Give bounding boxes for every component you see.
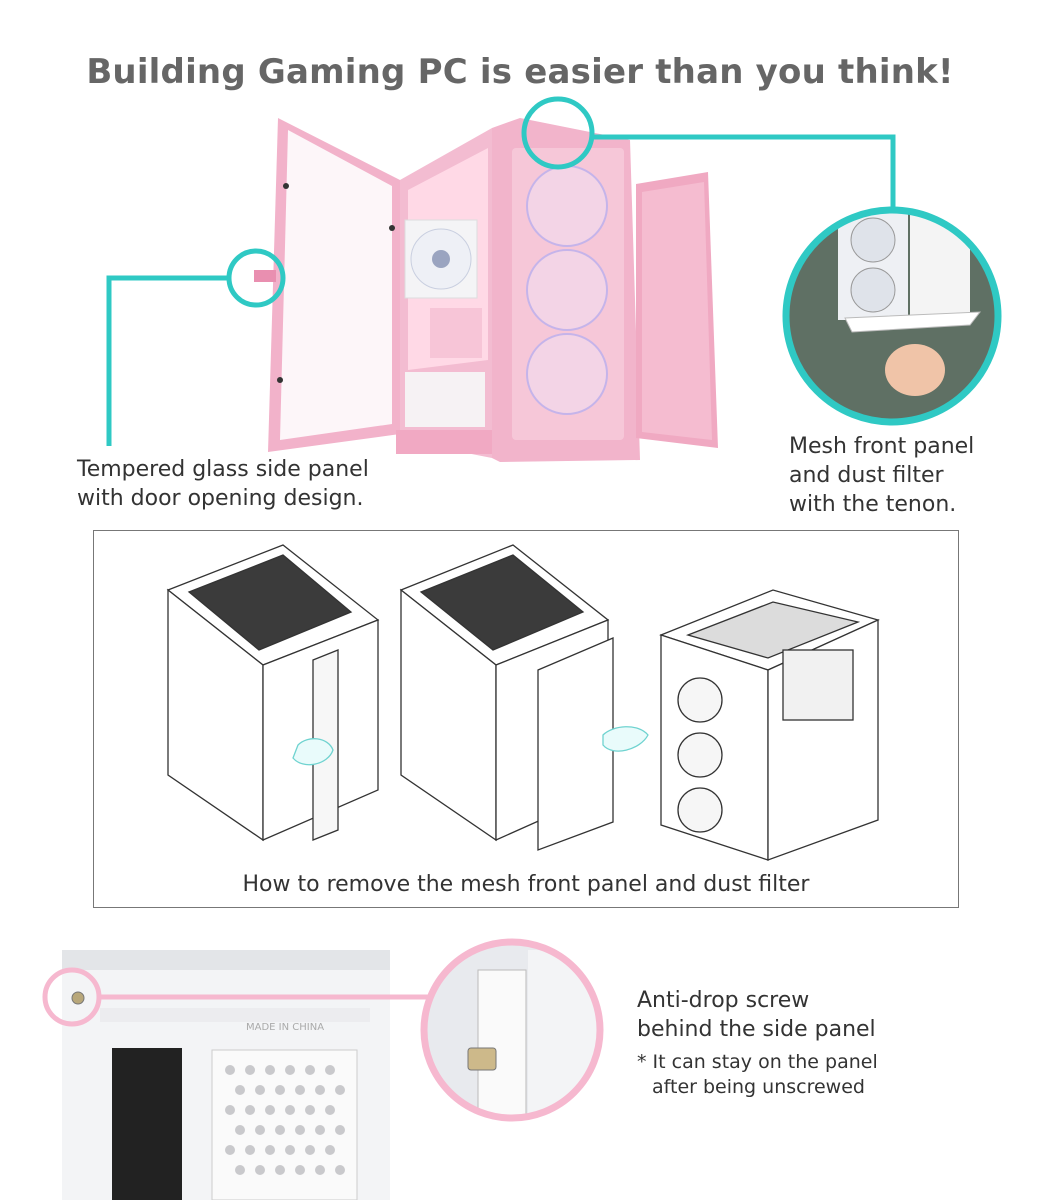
door-tab-illustration: [254, 270, 276, 282]
removal-caption: How to remove the mesh front panel and d…: [242, 872, 810, 897]
screw-caption-line-2: behind the side panel: [637, 1017, 876, 1042]
glass-door-illustration: [268, 118, 400, 452]
dust-filter-inset-photo: [786, 210, 998, 422]
pink-case-section: [106, 96, 1002, 462]
screw-caption-line-1: Anti-drop screw: [637, 988, 810, 1013]
glass-caption-line-1: Tempered glass side panel: [77, 457, 369, 482]
mesh-top-callout: [521, 96, 896, 208]
screw-note-line-1: * It can stay on the panel: [637, 1051, 878, 1073]
mesh-caption-line-2: and dust filter: [789, 463, 944, 488]
screw-inset-photo: [424, 942, 600, 1118]
removal-diagram-frame: [93, 530, 959, 908]
detached-side-panel-illustration: [636, 172, 718, 448]
screw-callout: [42, 967, 428, 1027]
screw-section: MADE IN CHINA: [42, 938, 604, 1200]
case-drawing-2: [399, 544, 649, 851]
inset-ring: [782, 206, 1002, 426]
mesh-caption-line-3: with the tenon.: [789, 492, 957, 517]
case-drawing-3: [659, 589, 880, 861]
case-drawing-1: [166, 544, 380, 842]
made-in-china-text: MADE IN CHINA: [246, 1022, 324, 1033]
case-body-illustration: [396, 128, 496, 458]
glass-caption-line-2: with door opening design.: [77, 486, 364, 511]
screw-inset-ring: [420, 938, 604, 1122]
mesh-caption-line-1: Mesh front panel: [789, 434, 975, 459]
back-panel-photo: MADE IN CHINA: [62, 950, 390, 1200]
screw-note-line-2: after being unscrewed: [652, 1076, 865, 1098]
page-title: Building Gaming PC is easier than you th…: [86, 52, 954, 92]
front-mesh-panel-illustration: [492, 118, 640, 462]
door-tab-callout: [106, 248, 286, 446]
removal-diagram: [166, 544, 880, 861]
